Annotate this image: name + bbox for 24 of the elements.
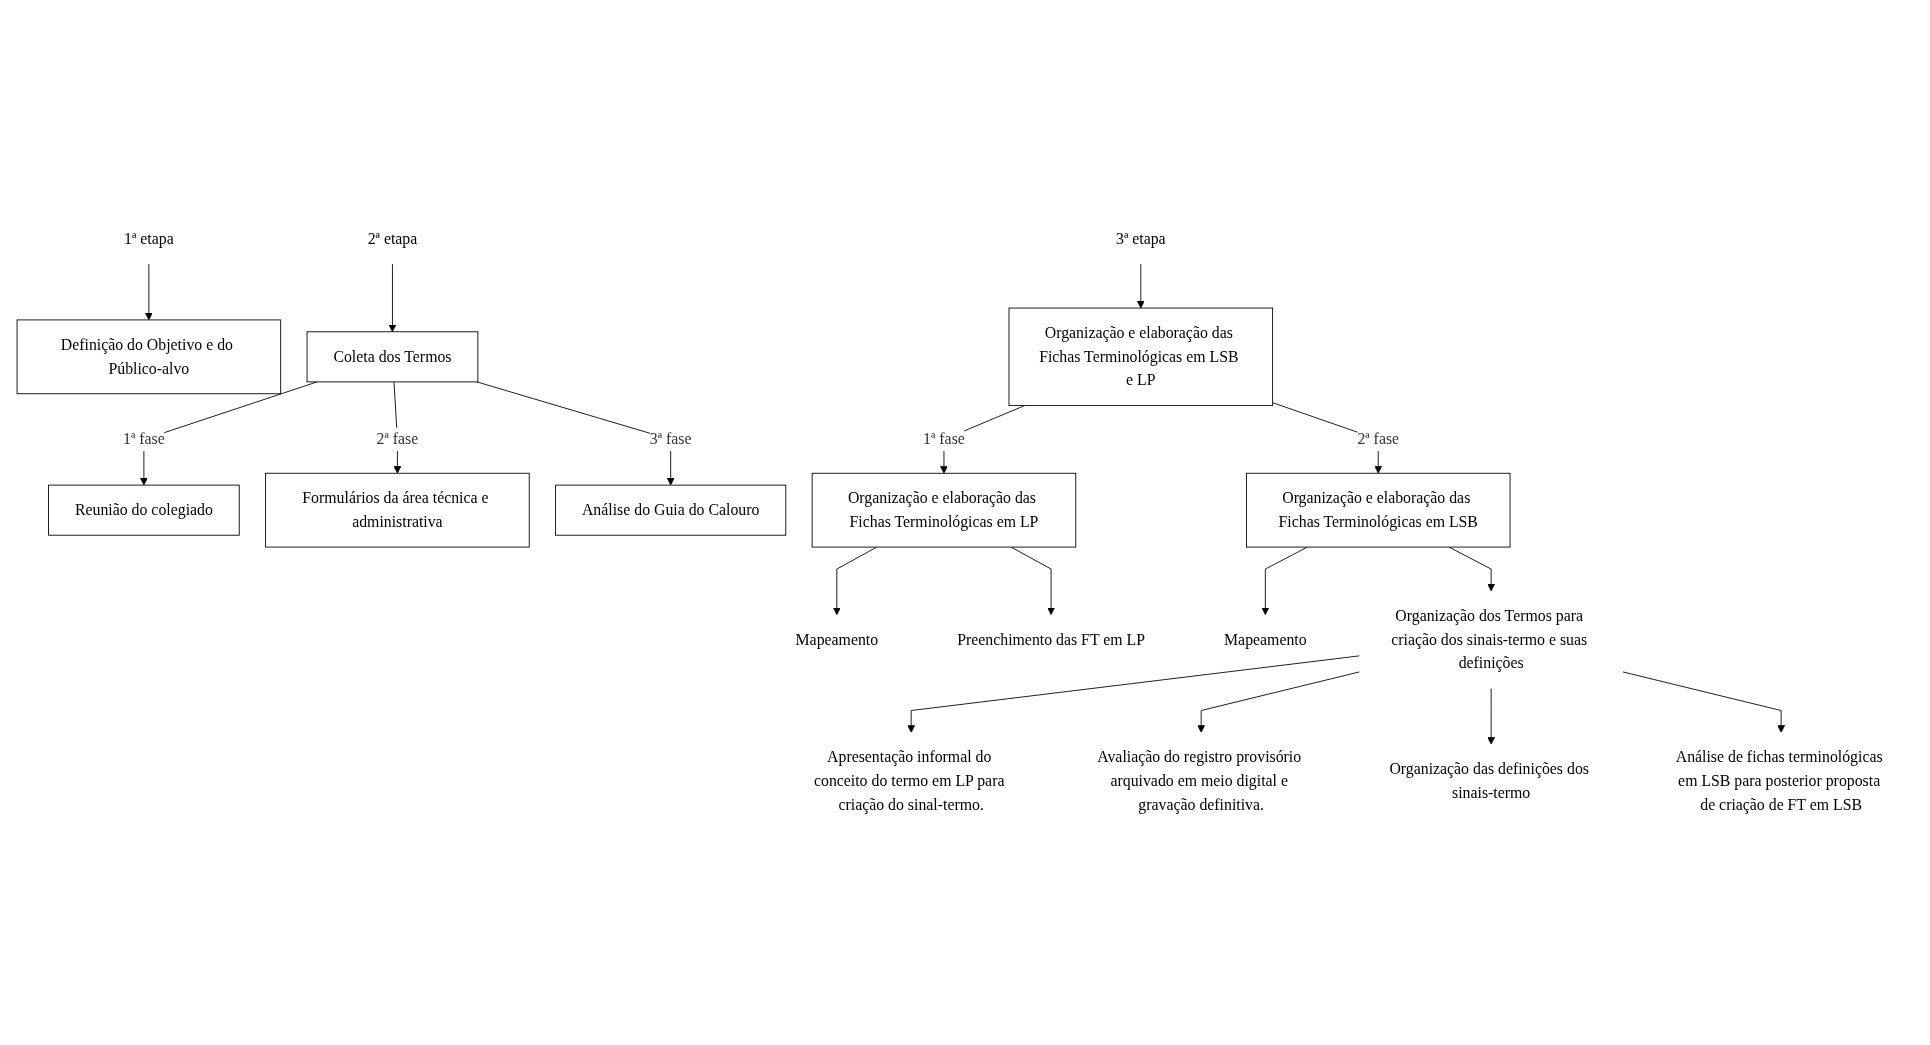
node-text: Análise de fichas terminológicas em LSB para posterior proposta de criação de FT em LSB	[1675, 748, 1883, 814]
edge-label: 1ª fase	[923, 430, 965, 449]
node-box: Definição do Objetivo e do Público-alvo	[16, 319, 282, 395]
node-text: Avaliação do registro provisório arquivado em meio digital e gravação definitiva.	[1097, 748, 1302, 814]
edge-label: 1ª fase	[123, 430, 165, 449]
node-text: Organização dos Termos para criação dos sinais-termo e suas definições	[1391, 607, 1588, 673]
edge-label: 2ª fase	[1357, 430, 1400, 449]
node-box: Organização e elaboração das Fichas Terminológicas em LSB	[1246, 473, 1511, 548]
node-text: Mapeamento	[1224, 631, 1307, 649]
node-text: 2ª etapa	[367, 230, 418, 248]
node-text: Mapeamento	[795, 631, 879, 649]
node-box: Reunião do colegiado	[48, 485, 240, 537]
node-text: Organização das definições dos sinais-termo	[1389, 760, 1589, 802]
node-text: Preenchimento das FT em LP	[957, 631, 1145, 649]
node-box: Coleta dos Termos	[306, 331, 479, 383]
node-box: Análise do Guia do Calouro	[555, 485, 787, 537]
node-box: Formulários da área técnica e administrativa	[265, 473, 530, 548]
node-text: 1ª etapa	[124, 230, 174, 248]
node-box: Organização e elaboração das Fichas Terminológicas em LP	[811, 473, 1077, 548]
edge-label: 3ª fase	[649, 430, 692, 449]
edge-label: 2ª fase	[376, 430, 419, 449]
node-text: 3ª etapa	[1116, 230, 1166, 248]
node-box: Organização e elaboração das Fichas Terminológicas em LSB e LP	[1008, 308, 1274, 407]
node-text: Apresentação informal do conceito do termo em LP para criação do sinal-termo.	[813, 748, 1005, 814]
